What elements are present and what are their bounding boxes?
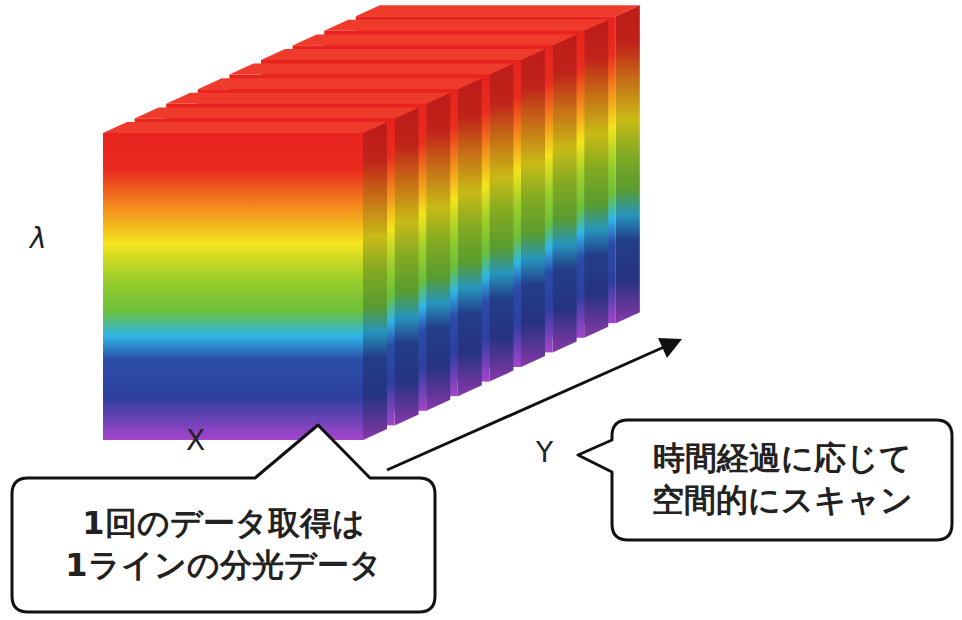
bubble-outline: [612, 420, 952, 540]
axis-label: Y: [536, 436, 553, 469]
spectral-slab: [103, 122, 387, 440]
callout-text: 1回のデータ取得は 1ラインの分光データ: [28, 503, 419, 586]
callout-bubble: 時間経過に応じて 空間的にスキャン: [612, 420, 952, 540]
bubble-outline: [12, 478, 435, 612]
axis-label: λ: [30, 222, 47, 255]
callout-text: 時間経過に応じて 空間的にスキャン: [628, 438, 936, 521]
axis-label: X: [186, 424, 205, 457]
callout-bubble: 1回のデータ取得は 1ラインの分光データ: [12, 478, 435, 612]
